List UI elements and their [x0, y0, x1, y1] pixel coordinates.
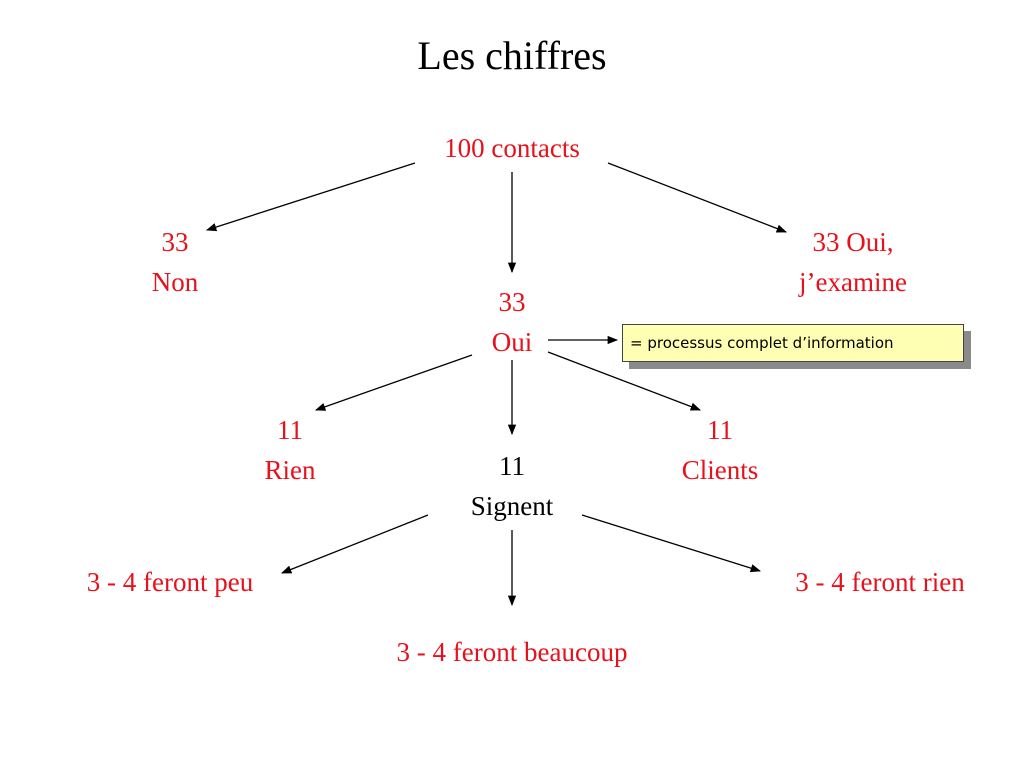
node-100-contacts: 100 contacts: [412, 128, 612, 168]
arrow-signent-to-peu: [281, 514, 429, 574]
node-11-clients-label: Clients: [681, 455, 759, 485]
node-feront-beaucoup-text: 3 - 4 feront beaucoup: [396, 637, 628, 667]
node-11-rien-value: 11: [277, 415, 303, 445]
node-33-oui-examine-value: 33 Oui,: [812, 227, 894, 257]
node-33-oui-examine: 33 Oui, j’examine: [768, 222, 938, 302]
node-feront-peu: 3 - 4 feront peu: [50, 562, 290, 602]
arrow-root-to-non: [206, 162, 416, 232]
node-feront-rien: 3 - 4 feront rien: [760, 562, 1000, 602]
node-feront-beaucoup: 3 - 4 feront beaucoup: [352, 632, 672, 672]
node-11-signent-label: Signent: [470, 491, 554, 521]
node-33-non-value: 33: [161, 227, 189, 257]
node-33-oui: 33 Oui: [462, 282, 562, 362]
note-callout: = processus complet d’information: [622, 324, 964, 362]
arrow-signent-to-rien: [581, 514, 761, 573]
node-33-oui-label: Oui: [491, 327, 533, 357]
node-33-oui-value: 33: [498, 287, 526, 317]
page-title: Les chiffres: [417, 33, 607, 78]
node-11-clients: 11 Clients: [660, 410, 780, 490]
node-100-contacts-text: 100 contacts: [444, 133, 580, 163]
arrow-root-to-oui-examine: [607, 162, 787, 233]
node-11-rien-label: Rien: [264, 455, 316, 485]
node-11-signent: 11 Signent: [442, 446, 582, 526]
node-11-signent-value: 11: [499, 451, 525, 481]
arrow-oui-to-clients: [547, 351, 701, 411]
node-33-non: 33 Non: [115, 222, 235, 302]
node-feront-rien-text: 3 - 4 feront rien: [795, 567, 965, 597]
node-33-non-label: Non: [151, 267, 199, 297]
node-11-rien: 11 Rien: [240, 410, 340, 490]
node-33-oui-examine-label: j’examine: [799, 267, 907, 297]
node-feront-peu-text: 3 - 4 feront peu: [86, 567, 254, 597]
arrow-oui-to-rien: [315, 354, 473, 411]
node-11-clients-value: 11: [707, 415, 733, 445]
